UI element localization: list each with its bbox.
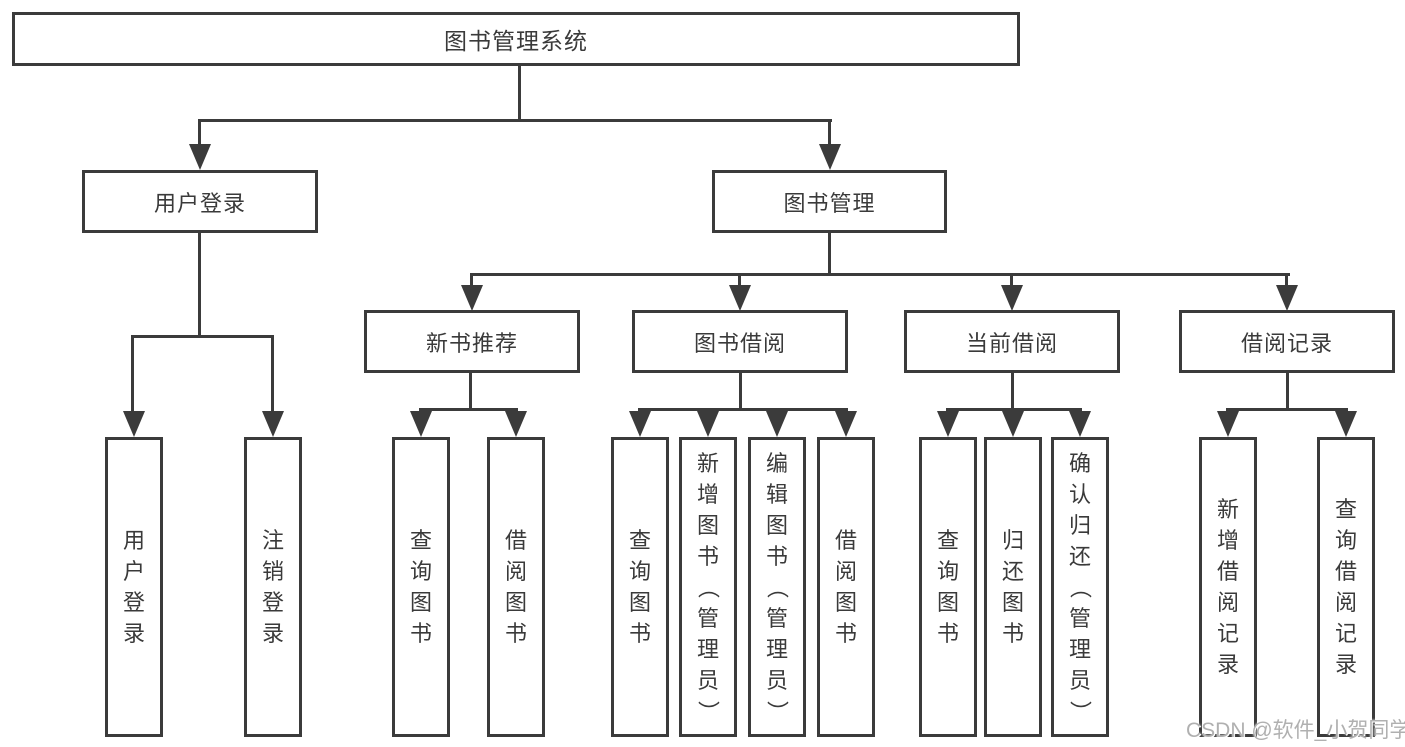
connector-user-login-rail [131,335,274,338]
arrow-to-return-books [1002,411,1024,437]
connector-leaf-login-shaft [131,338,134,412]
arrow-to-book-mgmt [819,144,841,170]
leaf-edit-books-admin: 编辑图书（管理员） [748,437,806,737]
arrow-to-leaf-login [123,411,145,437]
node-book-borrowing: 图书借阅 [632,310,848,373]
arrow-to-borrow-books-1 [505,411,527,437]
watermark: CSDN @软件_小贺同学 [1186,719,1405,742]
leaf-query-books-2-label: 查询图书 [628,528,651,646]
node-current-borrowing-label: 当前借阅 [965,330,1058,356]
arrow-to-add-books [697,411,719,437]
leaf-user-login-label: 用户登录 [122,528,145,646]
connector-book-mgmt-rail [470,273,1290,276]
node-new-book-recommendation: 新书推荐 [364,310,580,373]
arrow-to-add-borrow-record [1217,411,1239,437]
connector-book-borrow-stem [739,373,742,411]
arrow-to-user-login [189,144,211,170]
leaf-add-books-admin-label: 新增图书（管理员） [695,450,721,723]
node-user-login-label: 用户登录 [153,190,246,216]
connector-user-login-shaft [198,122,201,146]
connector-root-rail [198,119,832,122]
connector-current-borrow-stem [1011,373,1014,411]
node-book-management: 图书管理 [712,170,947,233]
connector-book-borrow-rail [638,408,848,411]
leaf-logout-label: 注销登录 [261,528,284,646]
leaf-logout: 注销登录 [244,437,302,737]
arrow-to-leaf-logout [262,411,284,437]
connector-book-borrow-shaft [738,276,741,288]
connector-root-stem [518,66,521,122]
leaf-query-borrow-record: 查询借阅记录 [1317,437,1375,737]
leaf-query-books-3: 查询图书 [919,437,977,737]
node-borrowing-records: 借阅记录 [1179,310,1395,373]
leaf-borrow-books-2: 借阅图书 [817,437,875,737]
leaf-add-books-admin: 新增图书（管理员） [679,437,737,737]
connector-borrow-records-rail [1226,408,1348,411]
node-new-book-recommendation-label: 新书推荐 [425,330,518,356]
node-book-borrowing-label: 图书借阅 [693,330,786,356]
arrow-to-query-books-1 [410,411,432,437]
arrow-to-query-books-2 [629,411,651,437]
leaf-borrow-books-1: 借阅图书 [487,437,545,737]
connector-new-book-rail [419,408,518,411]
connector-borrow-records-shaft [1285,276,1288,288]
arrow-to-borrow-records [1276,285,1298,311]
connector-new-book-shaft [470,276,473,288]
connector-current-borrow-shaft [1010,276,1013,288]
leaf-add-borrow-record: 新增借阅记录 [1199,437,1257,737]
root-node-library-management-system: 图书管理系统 [12,12,1020,66]
leaf-confirm-return-admin: 确认归还（管理员） [1051,437,1109,737]
arrow-to-current-borrow [1001,285,1023,311]
leaf-query-books-1-label: 查询图书 [409,528,432,646]
arrow-to-new-book-rec [461,285,483,311]
arrow-to-borrow-books-2 [835,411,857,437]
leaf-query-books-1: 查询图书 [392,437,450,737]
node-user-login: 用户登录 [82,170,318,233]
leaf-query-borrow-record-label: 查询借阅记录 [1334,497,1357,677]
root-node-label: 图书管理系统 [444,28,588,54]
leaf-borrow-books-2-label: 借阅图书 [834,528,857,646]
leaf-borrow-books-1-label: 借阅图书 [504,528,527,646]
connector-leaf-logout-shaft [271,338,274,412]
node-book-management-label: 图书管理 [783,190,876,216]
leaf-add-borrow-record-label: 新增借阅记录 [1216,497,1239,677]
node-current-borrowing: 当前借阅 [904,310,1120,373]
connector-book-mgmt-shaft [828,122,831,146]
connector-borrow-records-stem [1286,373,1289,411]
connector-book-mgmt-stem [828,233,831,276]
leaf-return-books-label: 归还图书 [1001,528,1024,646]
leaf-return-books: 归还图书 [984,437,1042,737]
leaf-query-books-2: 查询图书 [611,437,669,737]
arrow-to-book-borrow [729,285,751,311]
arrow-to-confirm-return [1069,411,1091,437]
arrow-to-edit-books [766,411,788,437]
arrow-to-query-borrow-record [1335,411,1357,437]
leaf-edit-books-admin-label: 编辑图书（管理员） [764,450,790,723]
leaf-user-login: 用户登录 [105,437,163,737]
connector-user-login-stem [198,233,201,338]
leaf-confirm-return-admin-label: 确认归还（管理员） [1067,450,1093,723]
leaf-query-books-3-label: 查询图书 [936,528,959,646]
connector-current-borrow-rail [946,408,1082,411]
node-borrowing-records-label: 借阅记录 [1240,330,1333,356]
arrow-to-query-books-3 [937,411,959,437]
connector-new-book-stem [469,373,472,411]
